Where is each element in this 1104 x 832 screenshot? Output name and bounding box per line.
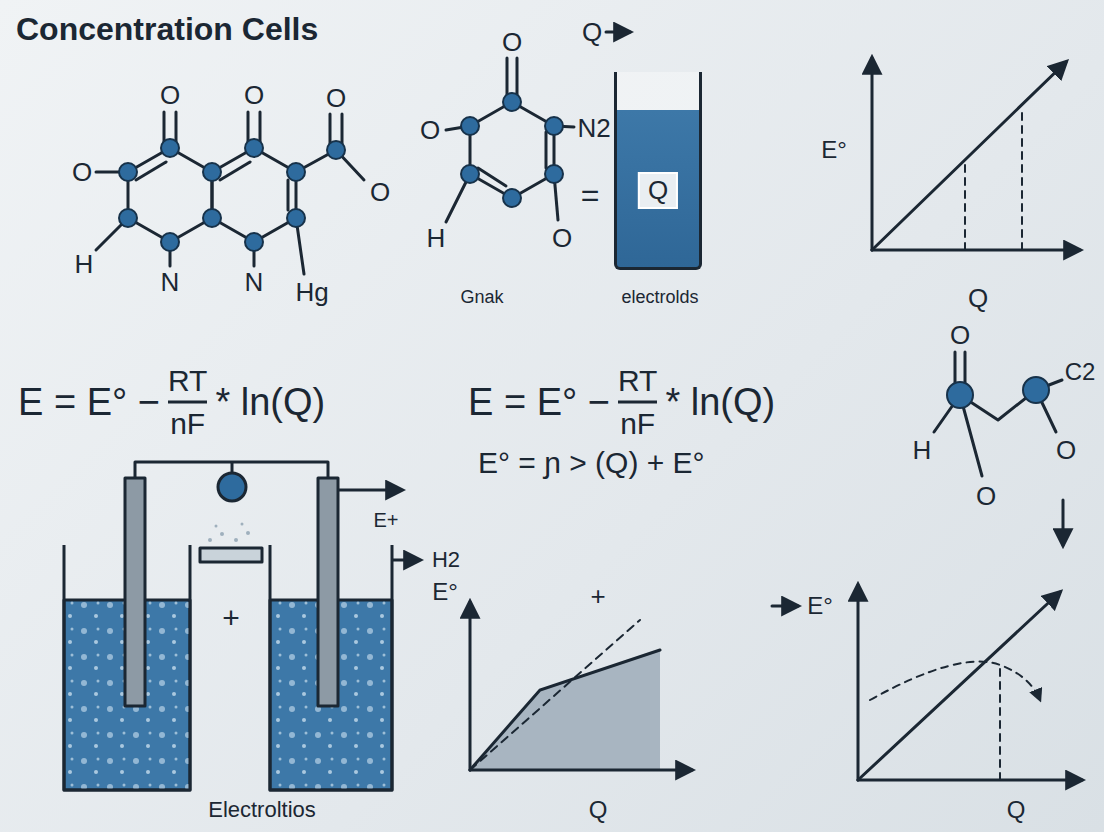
atom-label: O [552, 224, 572, 253]
atom-label: N [161, 268, 180, 297]
symbol-label: Q [582, 18, 602, 47]
atom-label: O [976, 482, 996, 511]
atom-label: H [913, 436, 932, 465]
diagram-title: Concentration Cells [16, 12, 318, 47]
equation-part: E = E° − [468, 381, 610, 424]
caption-label: electrolds [621, 288, 698, 308]
axis-label: Q [589, 797, 608, 823]
atom-label: O [72, 158, 92, 187]
atom-label: O [326, 84, 346, 113]
symbol-label: H2 [432, 548, 460, 572]
equation-part: * ln(Q) [215, 381, 325, 424]
symbol-label: + [222, 601, 240, 634]
atom-label: C2 [1065, 359, 1096, 385]
symbol-label: = [581, 178, 600, 213]
atom-label: O [244, 81, 264, 110]
axis-label: E° [432, 579, 458, 605]
atom-label: O [160, 81, 180, 110]
atom-label: O [502, 28, 522, 57]
atom-label: O [370, 178, 390, 207]
equation-part: E = E° − [18, 381, 160, 424]
atom-label: Hg [295, 278, 328, 307]
atom-label: O [420, 116, 440, 145]
atom-label: O [1056, 436, 1076, 465]
fraction: RT nF [168, 364, 207, 441]
symbol-label: E+ [373, 509, 398, 531]
atom-label: H [427, 224, 446, 253]
atom-label: N2 [577, 114, 610, 143]
atom-label: H [75, 250, 94, 279]
fraction: RT nF [618, 364, 657, 441]
numerator: RT [618, 364, 657, 398]
caption-label: Gnak [460, 288, 503, 308]
denominator: nF [620, 407, 655, 441]
beaker-node: Q [614, 72, 702, 270]
nernst-equation: E = E° −RT nF * ln(Q) [468, 364, 775, 441]
axis-label: Q [968, 284, 988, 313]
node-text: Q [638, 172, 678, 209]
fraction-bar [618, 401, 657, 404]
equation: E° = ɲ > (Q) + E° [478, 446, 705, 479]
symbol-label: + [590, 582, 605, 611]
axis-label: E° [821, 137, 847, 163]
atom-label: O [950, 321, 970, 350]
caption-label: Electroltios [208, 798, 316, 822]
atom-label: N [245, 268, 264, 297]
fraction-bar [168, 401, 207, 404]
axis-label: E° [807, 593, 833, 619]
nernst-equation: E = E° −RT nF * ln(Q) [18, 364, 325, 441]
numerator: RT [168, 364, 207, 398]
equation-part: * ln(Q) [665, 381, 775, 424]
axis-label: Q [1007, 797, 1026, 823]
denominator: nF [170, 407, 205, 441]
